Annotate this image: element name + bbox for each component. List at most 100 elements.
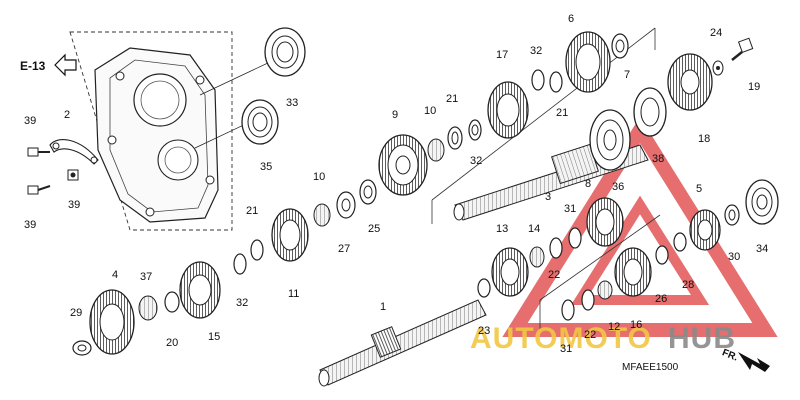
gear-11	[271, 208, 309, 262]
washer-22-lower	[581, 289, 595, 311]
part-label: 10	[424, 105, 436, 117]
part-label: 39	[24, 219, 36, 231]
seal-38	[633, 87, 667, 137]
part-label: 28	[682, 279, 694, 291]
watermark-text-1: AUTOMOTO	[470, 322, 652, 355]
part-label: 5	[696, 183, 702, 195]
bearing-33	[264, 27, 306, 77]
part-label: 4	[112, 269, 118, 281]
part-label: 16	[630, 319, 642, 331]
mainshaft-1	[318, 299, 487, 387]
gear-4	[89, 289, 135, 355]
gear-16	[614, 247, 652, 297]
part-label: 11	[288, 288, 299, 300]
bearing-34	[745, 179, 779, 225]
bolt-19	[731, 37, 754, 61]
part-label: 36	[612, 181, 624, 193]
part-label: 32	[236, 297, 248, 309]
reference-arrow	[54, 53, 77, 77]
part-label: 1	[380, 301, 386, 313]
group-border-lower	[539, 214, 661, 330]
washer-31-lower	[561, 299, 575, 321]
part-label: 39	[68, 199, 80, 211]
bolt-39-a	[27, 147, 50, 157]
part-label: 7	[624, 69, 630, 81]
front-direction-arrow	[738, 352, 770, 372]
part-label: 34	[756, 243, 768, 255]
part-label: 24	[710, 27, 722, 39]
case-cover-group	[69, 31, 271, 231]
bolt-39-b	[67, 169, 79, 181]
washer-32-middle	[233, 253, 247, 275]
washer-32-top	[531, 69, 545, 91]
washer-25	[359, 179, 377, 205]
part-label: 6	[568, 13, 574, 25]
part-label: 21	[556, 107, 568, 119]
sprocket-18	[667, 53, 713, 111]
part-label: 18	[698, 133, 710, 145]
part-label: 26	[655, 293, 667, 305]
washer-21-upper	[447, 126, 463, 150]
washer-23	[477, 278, 491, 298]
bolt-39-c	[27, 185, 51, 195]
part-label: 12	[608, 321, 620, 333]
washer-21-middle	[250, 239, 264, 261]
washer-30	[724, 204, 740, 226]
plate-2	[49, 139, 99, 165]
washer-26	[655, 245, 669, 265]
part-label: 8	[585, 178, 591, 190]
watermark-text-2: HUB	[668, 322, 736, 355]
bushing-12	[597, 280, 613, 300]
washer-28	[673, 232, 687, 252]
part-label: 21	[246, 205, 258, 217]
part-label: 31	[564, 203, 576, 215]
washer-24	[712, 60, 724, 76]
part-label: 25	[368, 223, 380, 235]
gear-15	[179, 261, 221, 319]
washer-31-upper	[568, 227, 582, 249]
gear-9	[378, 134, 428, 196]
part-label: 10	[313, 171, 325, 183]
part-label: 2	[64, 109, 70, 121]
part-label: 27	[338, 243, 350, 255]
part-label: 31	[560, 343, 572, 355]
washer-29	[72, 340, 92, 356]
part-label: 30	[728, 251, 740, 263]
part-label: 22	[584, 329, 596, 341]
gear-13	[491, 247, 529, 297]
bushing-10-upper	[427, 138, 445, 162]
reference-code: E-13	[20, 59, 46, 73]
part-label: 9	[392, 109, 398, 121]
part-label: 3	[545, 191, 551, 203]
bearing-36	[589, 109, 631, 171]
needle-bearing-37	[138, 295, 158, 321]
washer-21-top	[549, 71, 563, 93]
gear-5	[689, 209, 721, 251]
part-label: 14	[528, 223, 540, 235]
part-label: 19	[748, 81, 760, 93]
part-label: 22	[548, 269, 560, 281]
washer-32-upper	[468, 119, 482, 141]
gear-17	[487, 81, 529, 139]
part-label: 21	[446, 93, 458, 105]
gear-6	[565, 31, 611, 93]
washer-27	[336, 191, 356, 219]
part-label: 35	[260, 161, 272, 173]
part-label: 32	[470, 155, 482, 167]
bushing-14	[529, 246, 545, 268]
part-label: 29	[70, 307, 82, 319]
part-label: 33	[286, 97, 298, 109]
part-label: 23	[478, 325, 490, 337]
part-label: 32	[530, 45, 542, 57]
drawing-code: MFAEE1500	[622, 362, 679, 373]
bearing-35	[241, 99, 279, 145]
washer-22-upper	[549, 237, 563, 259]
bushing-10-lower	[313, 203, 331, 227]
washer-20	[164, 291, 180, 313]
part-label: 17	[496, 49, 508, 61]
part-label: 39	[24, 115, 36, 127]
part-label: 15	[208, 331, 220, 343]
part-label: 20	[166, 337, 178, 349]
